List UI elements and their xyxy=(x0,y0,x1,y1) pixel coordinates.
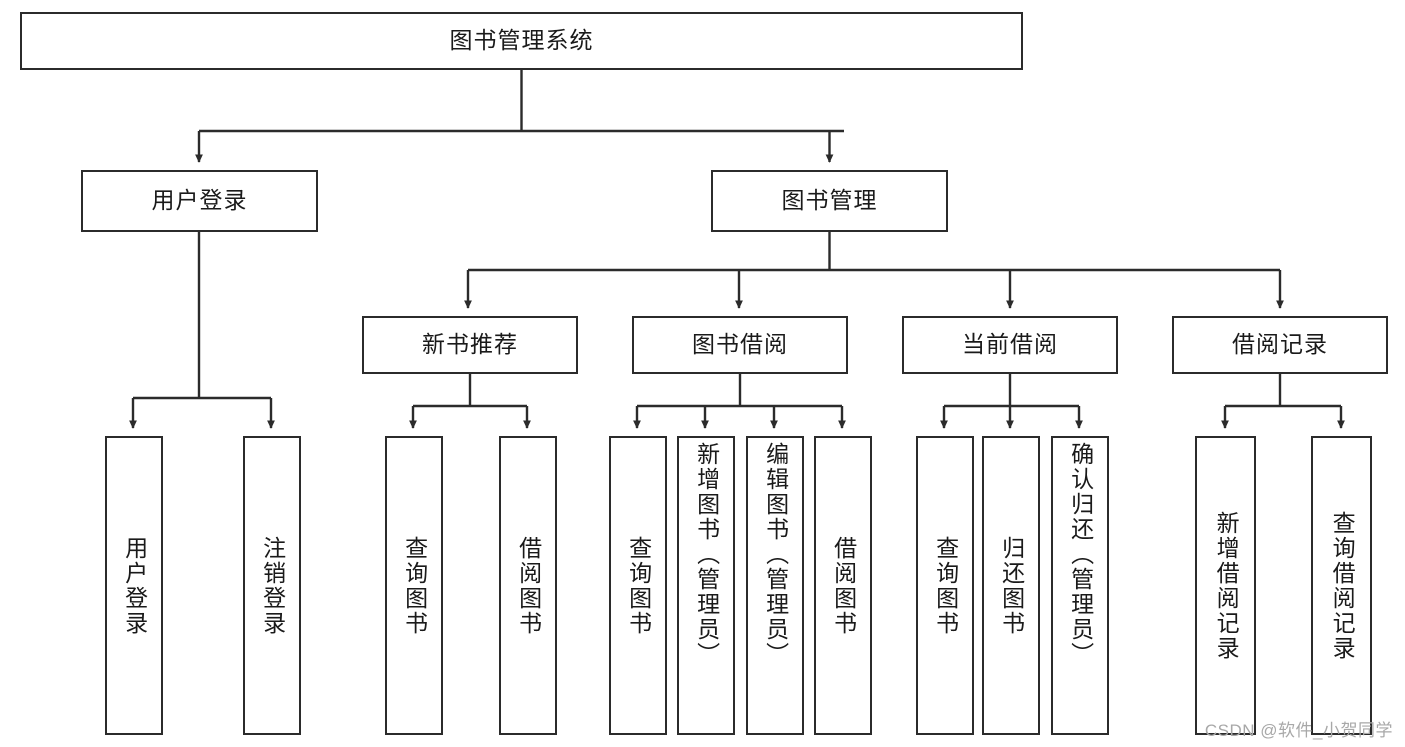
leaf-add-book-label: 新增图书（管理员） xyxy=(693,442,720,667)
leaf-user-login-label: 用户登录 xyxy=(121,535,148,636)
node-borrow-record[interactable]: 借阅记录 xyxy=(1172,316,1388,374)
leaf-query-record-label: 查询借阅记录 xyxy=(1329,510,1356,661)
leaf-borrow-book-1-label: 借阅图书 xyxy=(515,535,542,636)
leaf-return-book-label: 归还图书 xyxy=(998,535,1025,636)
node-user-login[interactable]: 用户登录 xyxy=(81,170,318,232)
leaf-logout-login[interactable]: 注销登录 xyxy=(243,436,301,735)
leaf-add-record-label: 新增借阅记录 xyxy=(1213,510,1240,661)
node-root[interactable]: 图书管理系统 xyxy=(20,12,1023,70)
node-book-borrow[interactable]: 图书借阅 xyxy=(632,316,848,374)
leaf-edit-book[interactable]: 编辑图书（管理员） xyxy=(746,436,804,735)
node-book-manage-label: 图书管理 xyxy=(781,187,878,214)
leaf-borrow-book-2[interactable]: 借阅图书 xyxy=(814,436,872,735)
leaf-query-book-2-label: 查询图书 xyxy=(625,535,652,636)
leaf-user-login[interactable]: 用户登录 xyxy=(105,436,163,735)
leaf-add-book[interactable]: 新增图书（管理员） xyxy=(677,436,735,735)
leaf-borrow-book-1[interactable]: 借阅图书 xyxy=(499,436,557,735)
leaf-logout-login-label: 注销登录 xyxy=(259,535,286,636)
leaf-borrow-book-2-label: 借阅图书 xyxy=(830,535,857,636)
leaf-query-book-1[interactable]: 查询图书 xyxy=(385,436,443,735)
leaf-return-book[interactable]: 归还图书 xyxy=(982,436,1040,735)
node-current-borrow-label: 当前借阅 xyxy=(962,331,1058,358)
node-new-book-recommend[interactable]: 新书推荐 xyxy=(362,316,578,374)
leaf-query-book-3[interactable]: 查询图书 xyxy=(916,436,974,735)
leaf-query-book-1-label: 查询图书 xyxy=(401,535,428,636)
leaf-confirm-return-label: 确认归还（管理员） xyxy=(1067,442,1094,667)
leaf-edit-book-label: 编辑图书（管理员） xyxy=(762,442,789,667)
node-root-label: 图书管理系统 xyxy=(449,27,594,54)
csdn-watermark: CSDN @软件_小贺同学 xyxy=(1204,721,1393,740)
node-book-manage[interactable]: 图书管理 xyxy=(711,170,948,232)
node-borrow-record-label: 借阅记录 xyxy=(1232,331,1328,358)
leaf-query-book-2[interactable]: 查询图书 xyxy=(609,436,667,735)
leaf-query-record[interactable]: 查询借阅记录 xyxy=(1311,436,1372,735)
node-book-borrow-label: 图书借阅 xyxy=(692,331,788,358)
leaf-confirm-return[interactable]: 确认归还（管理员） xyxy=(1051,436,1109,735)
leaf-add-record[interactable]: 新增借阅记录 xyxy=(1195,436,1256,735)
node-new-book-recommend-label: 新书推荐 xyxy=(422,331,518,358)
node-user-login-label: 用户登录 xyxy=(151,187,248,214)
node-current-borrow[interactable]: 当前借阅 xyxy=(902,316,1118,374)
leaf-query-book-3-label: 查询图书 xyxy=(932,535,959,636)
